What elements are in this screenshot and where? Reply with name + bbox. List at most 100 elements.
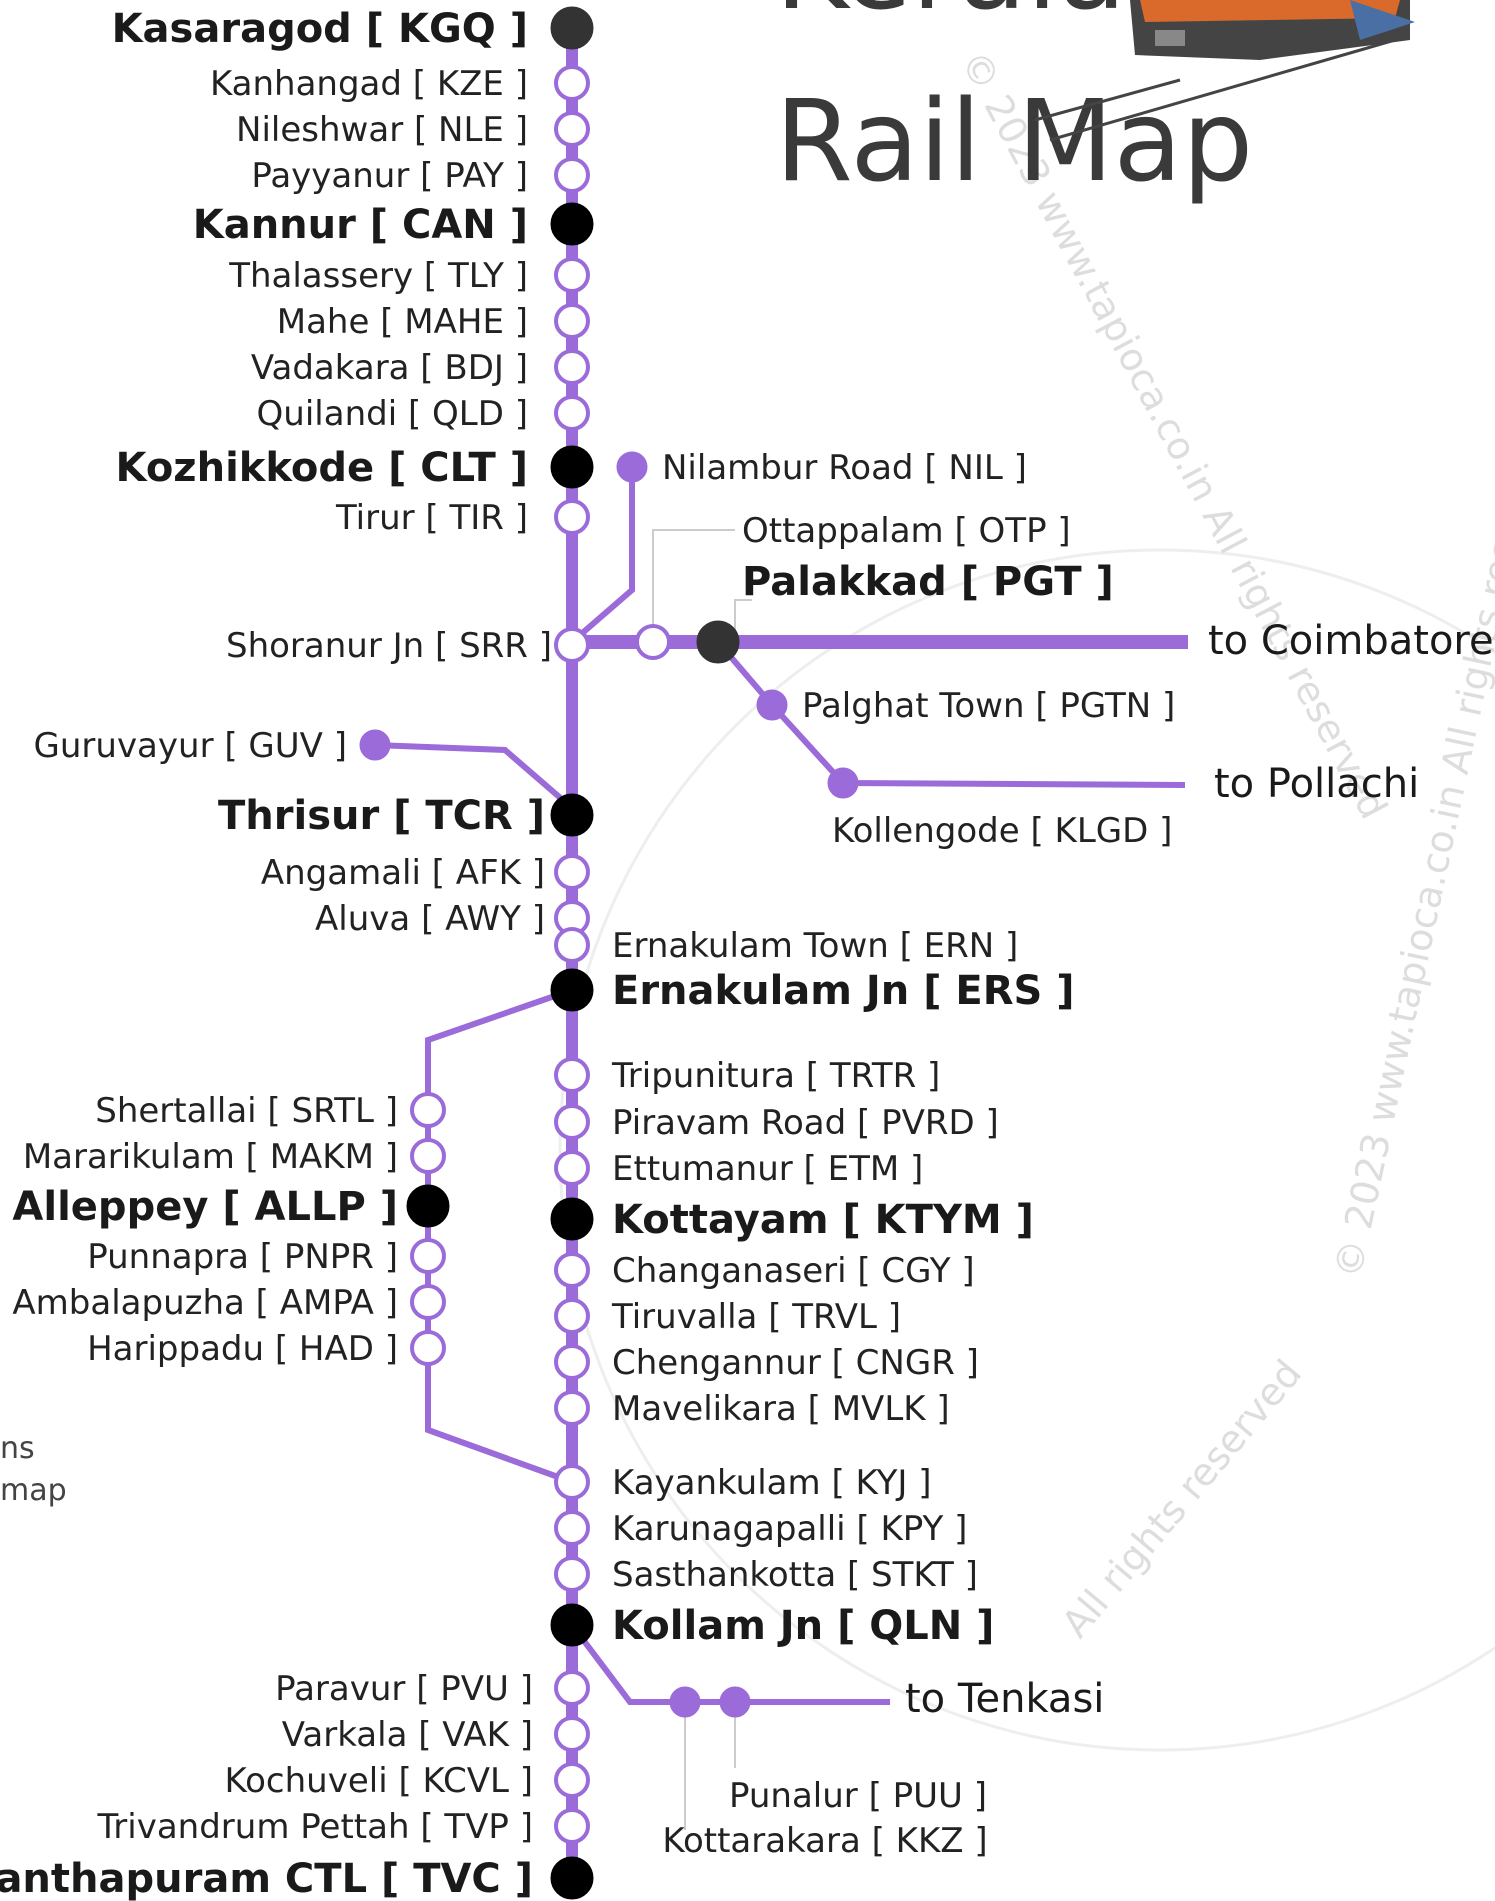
station-label-main_line-5: Thalassery [ TLY ] [228, 256, 528, 296]
station-marker-pollachi_branch-1 [827, 767, 859, 799]
station-marker-alleppey_line-4 [410, 1284, 446, 1320]
station-marker-main_line-0 [550, 6, 594, 50]
station-marker-main_line-23 [554, 1344, 590, 1380]
station-marker-main_line-22 [554, 1298, 590, 1334]
stations-layer: Kasaragod [ KGQ ]Kanhangad [ KZE ]Nilesh… [0, 6, 1175, 1901]
station-label-main_line-25: Kayankulam [ KYJ ] [612, 1463, 931, 1503]
station-label-guruvayur_branch-0: Guruvayur [ GUV ] [34, 726, 347, 766]
station-marker-main_line-2 [554, 111, 590, 147]
station-marker-main_line-1 [554, 65, 590, 101]
watermark-ring [558, 548, 1495, 1752]
station-marker-main_line-12 [550, 793, 594, 837]
station-marker-alleppey_line-3 [410, 1238, 446, 1274]
station-label-pollachi_branch-0: Palghat Town [ PGTN ] [802, 686, 1175, 726]
train-window [1155, 30, 1185, 46]
station-marker-main_line-3 [554, 157, 590, 193]
map-title-line1: Kerala [775, 0, 1126, 35]
station-label-main_line-15: Ernakulam Town [ ERN ] [612, 926, 1018, 966]
station-label-main_line-19: Ettumanur [ ETM ] [612, 1149, 923, 1189]
station-marker-main_line-21 [554, 1252, 590, 1288]
tenkasi-line-track [569, 1623, 890, 1705]
station-label-main_line-31: Kochuveli [ KCVL ] [225, 1761, 533, 1801]
station-label-main_line-28: Kollam Jn [ QLN ] [612, 1603, 994, 1649]
station-label-main_line-27: Sasthankotta [ STKT ] [612, 1555, 978, 1595]
station-label-main_line-8: Quilandi [ QLD ] [257, 394, 528, 434]
station-marker-alleppey_line-1 [410, 1138, 446, 1174]
station-label-main_line-20: Kottayam [ KTYM ] [612, 1197, 1034, 1243]
alleppey-line-track [425, 987, 574, 1485]
station-marker-main_line-26 [554, 1510, 590, 1546]
station-marker-nilambur_branch-0 [616, 451, 648, 483]
station-label-main_line-1: Kanhangad [ KZE ] [210, 64, 528, 104]
station-label-main_line-0: Kasaragod [ KGQ ] [112, 6, 528, 52]
station-marker-main_line-20 [550, 1197, 594, 1241]
station-label-main_line-13: Angamali [ AFK ] [261, 853, 545, 893]
station-label-main_line-11: Shoranur Jn [ SRR ] [226, 626, 552, 666]
station-label-main_line-32: Trivandrum Pettah [ TVP ] [97, 1807, 533, 1847]
station-label-main_line-12: Thrisur [ TCR ] [218, 793, 545, 839]
station-marker-main_line-17 [554, 1057, 590, 1093]
watermark-text-3: All rights reserved [1053, 1351, 1310, 1645]
station-marker-tenkasi_line-1 [719, 1686, 751, 1718]
station-marker-alleppey_line-5 [410, 1330, 446, 1366]
palakkad-leader-line [734, 599, 752, 642]
train-rail-1 [1034, 78, 1181, 122]
station-marker-tenkasi_line-0 [669, 1686, 701, 1718]
station-label-main_line-26: Karunagapalli [ KPY ] [612, 1509, 967, 1549]
station-marker-main_line-18 [554, 1104, 590, 1140]
station-marker-main_line-30 [554, 1716, 590, 1752]
station-label-alleppey_line-1: Mararikulam [ MAKM ] [23, 1137, 398, 1177]
station-label-alleppey_line-2: Alleppey [ ALLP ] [12, 1184, 398, 1230]
destination-tenkasi: to Tenkasi [905, 1676, 1104, 1722]
station-label-alleppey_line-3: Punnapra [ PNPR ] [87, 1237, 398, 1277]
station-marker-main_line-32 [554, 1808, 590, 1844]
ottappalam-leader-line [652, 529, 735, 642]
station-marker-main_line-29 [554, 1670, 590, 1706]
station-label-main_line-16: Ernakulam Jn [ ERS ] [612, 968, 1075, 1014]
train-nose [1350, 0, 1415, 40]
station-marker-main_line-31 [554, 1762, 590, 1798]
guruvayur-branch-track [374, 742, 574, 811]
station-marker-main_line-33 [550, 1856, 594, 1900]
station-label-main_line-4: Kannur [ CAN ] [193, 202, 528, 248]
station-label-main_line-23: Chengannur [ CNGR ] [612, 1343, 979, 1383]
station-marker-main_line-8 [554, 395, 590, 431]
station-label-main_line-18: Piravam Road [ PVRD ] [612, 1103, 999, 1143]
station-label-main_line-14: Aluva [ AWY ] [315, 899, 545, 939]
station-label-alleppey_line-4: Ambalapuzha [ AMPA ] [12, 1283, 398, 1323]
station-marker-main_line-13 [554, 854, 590, 890]
station-marker-palakkad_line-0 [635, 624, 671, 660]
station-marker-main_line-19 [554, 1150, 590, 1186]
station-label-alleppey_line-5: Harippadu [ HAD ] [87, 1329, 398, 1369]
station-marker-main_line-4 [550, 202, 594, 246]
station-marker-main_line-24 [554, 1390, 590, 1426]
station-label-main_line-33: Thiruvananthapuram CTL [ TVC ] [0, 1856, 533, 1901]
station-label-main_line-3: Payyanur [ PAY ] [251, 156, 528, 196]
station-label-main_line-29: Paravur [ PVU ] [275, 1669, 533, 1709]
station-marker-main_line-7 [554, 349, 590, 385]
station-label-palakkad_line-1: Palakkad [ PGT ] [742, 559, 1114, 605]
station-label-pollachi_branch-1: Kollengode [ KLGD ] [832, 811, 1172, 851]
station-label-main_line-30: Varkala [ VAK ] [282, 1715, 533, 1755]
station-marker-main_line-25 [554, 1464, 590, 1500]
station-label-main_line-17: Tripunitura [ TRTR ] [611, 1056, 940, 1096]
station-marker-alleppey_line-0 [410, 1092, 446, 1128]
station-marker-palakkad_line-1 [696, 620, 740, 664]
train-illustration [1034, 0, 1415, 142]
station-label-tenkasi_line-1: Punalur [ PUU ] [729, 1776, 987, 1816]
station-label-main_line-7: Vadakara [ BDJ ] [251, 348, 528, 388]
station-marker-main_line-16 [550, 968, 594, 1012]
legend-fragment-2: map [0, 1473, 67, 1508]
destination-pollachi: to Pollachi [1214, 761, 1419, 807]
station-marker-main_line-9 [550, 445, 594, 489]
station-marker-alleppey_line-2 [406, 1184, 450, 1228]
pollachi-branch-track [715, 640, 1186, 788]
station-label-main_line-6: Mahe [ MAHE ] [277, 302, 528, 342]
map-title-line2: Rail Map [775, 77, 1253, 207]
station-marker-pollachi_branch-0 [756, 689, 788, 721]
train-rail-2 [1049, 38, 1396, 142]
station-label-alleppey_line-0: Shertallai [ SRTL ] [95, 1091, 398, 1131]
legend-fragment-1: ns [0, 1431, 35, 1466]
station-marker-main_line-15 [554, 927, 590, 963]
